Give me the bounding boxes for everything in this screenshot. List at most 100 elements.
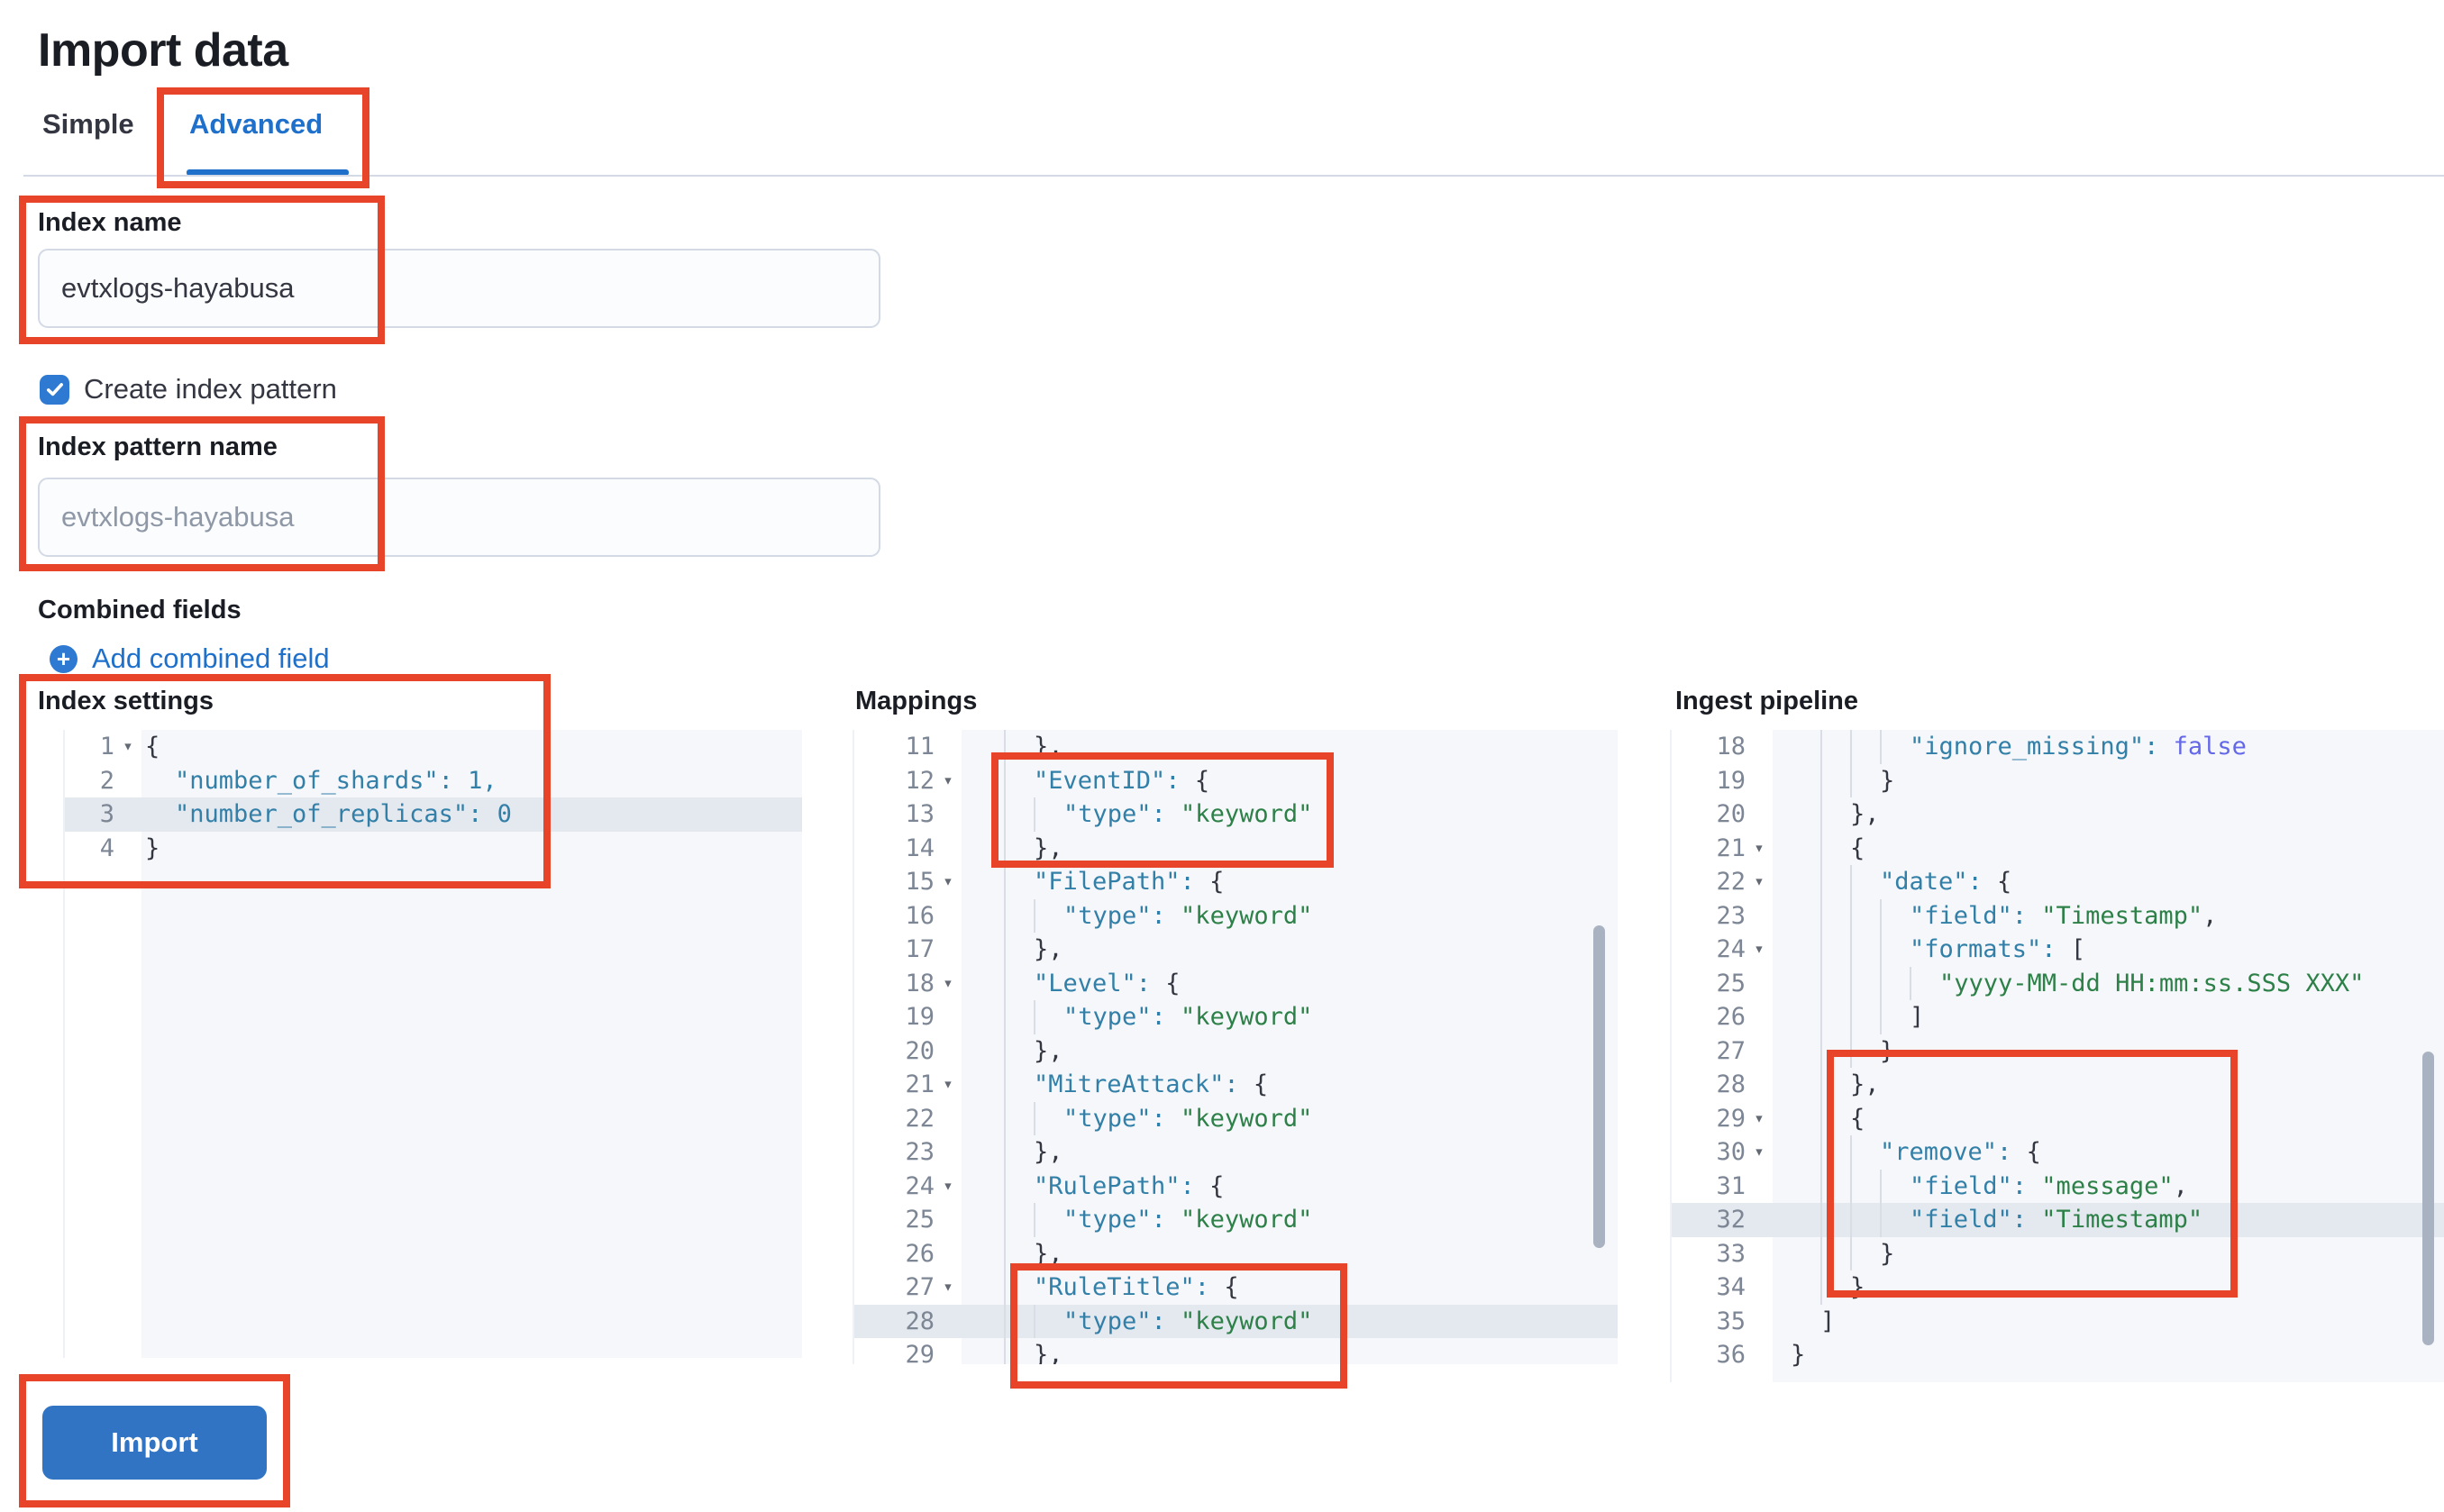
line-number: 35	[1716, 1307, 1746, 1335]
fold-arrow-icon[interactable]: ▾	[943, 1175, 953, 1196]
editor-content-cell: "type": "keyword"	[962, 797, 1618, 832]
editor-gutter-cell: 21 ▾	[1672, 831, 1773, 865]
editor-content-cell: ]	[1773, 1000, 2444, 1034]
add-combined-field-link[interactable]: + Add combined field	[50, 642, 330, 675]
editor-content-cell: "RuleTitle": {	[962, 1271, 1618, 1305]
line-number: 20	[905, 1036, 935, 1065]
editor-gutter-cell: 21▾	[854, 1068, 962, 1102]
editor-gutter-cell: 27 ▾	[854, 1271, 962, 1305]
code-token: "field":	[1910, 901, 2028, 930]
indent-guide	[1850, 1135, 1852, 1170]
indent-guide	[1034, 1203, 1035, 1237]
fold-arrow-icon[interactable]: ▾	[1754, 837, 1765, 858]
code-token: {	[1151, 969, 1181, 997]
ingest-pipeline-scrollbar[interactable]	[2422, 1052, 2434, 1345]
fold-arrow-icon[interactable]: ▾	[943, 1074, 953, 1094]
code-token: "field":	[1910, 1171, 2028, 1200]
indent-guide	[1850, 898, 1852, 933]
mappings-editor[interactable]: 11},12▾"EventID": {13"type": "keyword"14…	[853, 730, 1618, 1364]
line-number: 29	[905, 1341, 935, 1364]
indent-guide	[1880, 730, 1882, 764]
indent-guide	[1820, 865, 1822, 899]
line-number: 27	[905, 1273, 935, 1302]
editor-content-cell: "type": "keyword"	[962, 1101, 1618, 1135]
index-name-input[interactable]: evtxlogs-hayabusa	[38, 249, 880, 328]
code-text: "formats": [	[1773, 933, 2444, 967]
combined-fields-label: Combined fields	[38, 596, 242, 624]
code-token: {	[1238, 1070, 1269, 1098]
editor-content-cell: "ignore_missing": false	[1773, 730, 2444, 764]
tab-advanced[interactable]: Advanced	[189, 108, 324, 140]
indent-guide	[1820, 730, 1822, 764]
code-token: "yyyy-MM-dd HH:mm:ss.SSS XXX"	[1939, 969, 2365, 997]
indent-guide	[1004, 1000, 1006, 1034]
code-line: 22"type": "keyword"	[854, 1101, 1618, 1135]
editor-content-cell: }	[141, 831, 802, 865]
code-text: },	[962, 1135, 1618, 1170]
fold-arrow-icon[interactable]: ▾	[1754, 1107, 1765, 1128]
code-line: 13"type": "keyword"	[854, 797, 1618, 832]
line-number: 23	[905, 1138, 935, 1167]
fold-arrow-icon[interactable]: ▾	[1754, 1142, 1765, 1161]
import-button[interactable]: Import	[42, 1406, 267, 1480]
editor-gutter-cell: 23	[1672, 898, 1773, 933]
tab-simple[interactable]: Simple	[42, 108, 134, 140]
indent-guide	[1880, 1169, 1882, 1203]
fold-arrow-icon[interactable]: ▾	[943, 972, 953, 993]
fold-arrow-icon[interactable]: ▾	[123, 736, 133, 756]
code-token: "MitreAttack":	[1034, 1070, 1239, 1098]
code-line: 21▾{	[1672, 831, 2444, 865]
code-token: }	[1880, 766, 1895, 795]
code-token: },	[1850, 1070, 1880, 1098]
code-text: }	[1773, 1271, 2444, 1305]
index-settings-editor[interactable]: 1▾{2"number_of_shards": 1,3"number_of_re…	[63, 730, 802, 1358]
code-line: 20},	[854, 1034, 1618, 1068]
editor-gutter-cell: 19	[1672, 763, 1773, 797]
editor-empty-area	[1672, 1371, 2444, 1382]
code-token: "Timestamp"	[2027, 901, 2203, 930]
code-token: "formats":	[1910, 935, 2056, 963]
code-line: 19}	[1672, 763, 2444, 797]
code-token: ,	[2202, 901, 2218, 930]
line-number: 2	[99, 766, 114, 795]
indent-guide	[1880, 1000, 1882, 1034]
fold-arrow-icon[interactable]: ▾	[1754, 939, 1765, 959]
code-token: },	[1034, 1239, 1063, 1268]
indent-guide	[1850, 1034, 1852, 1068]
code-token: }	[145, 833, 160, 862]
code-token: "ignore_missing":	[1910, 733, 2159, 761]
editor-content-cell: {	[141, 730, 802, 764]
indent-guide	[1820, 1135, 1822, 1170]
mappings-scrollbar[interactable]	[1593, 925, 1605, 1248]
line-number: 32	[1716, 1206, 1746, 1234]
code-text: "number_of_replicas": 0	[141, 797, 802, 832]
editor-gutter-cell: 35	[1672, 1304, 1773, 1338]
indent-guide	[1850, 933, 1852, 967]
code-token: "EventID":	[1034, 766, 1181, 795]
index-pattern-name-input[interactable]: evtxlogs-hayabusa	[38, 478, 880, 557]
code-token: ,	[2173, 1171, 2188, 1200]
indent-guide	[1820, 898, 1822, 933]
editor-content-cell: "Level": {	[962, 966, 1618, 1000]
editor-gutter-cell: 18▾	[854, 966, 962, 1000]
line-number: 16	[905, 901, 935, 930]
create-index-pattern-checkbox[interactable]	[40, 374, 69, 405]
fold-arrow-icon[interactable]: ▾	[1754, 871, 1765, 891]
fold-arrow-icon[interactable]: ▾	[943, 871, 953, 891]
editor-gutter-cell: 27	[1672, 1034, 1773, 1068]
code-token: "date":	[1880, 868, 1983, 896]
code-text: },	[962, 832, 1618, 866]
editor-gutter-cell: 28	[854, 1304, 962, 1338]
indent-guide	[1034, 898, 1035, 933]
code-token: },	[1034, 733, 1063, 761]
line-number: 3	[99, 800, 114, 829]
line-number: 12	[905, 766, 935, 795]
code-line: 34}	[1672, 1271, 2444, 1305]
code-line: 28},	[1672, 1068, 2444, 1102]
code-text: "RulePath": {	[962, 1170, 1618, 1204]
code-token: "type":	[1063, 1003, 1166, 1031]
fold-arrow-icon[interactable]: ▾	[943, 1277, 953, 1297]
line-number: 21	[1716, 833, 1746, 862]
fold-arrow-icon[interactable]: ▾	[943, 770, 953, 790]
